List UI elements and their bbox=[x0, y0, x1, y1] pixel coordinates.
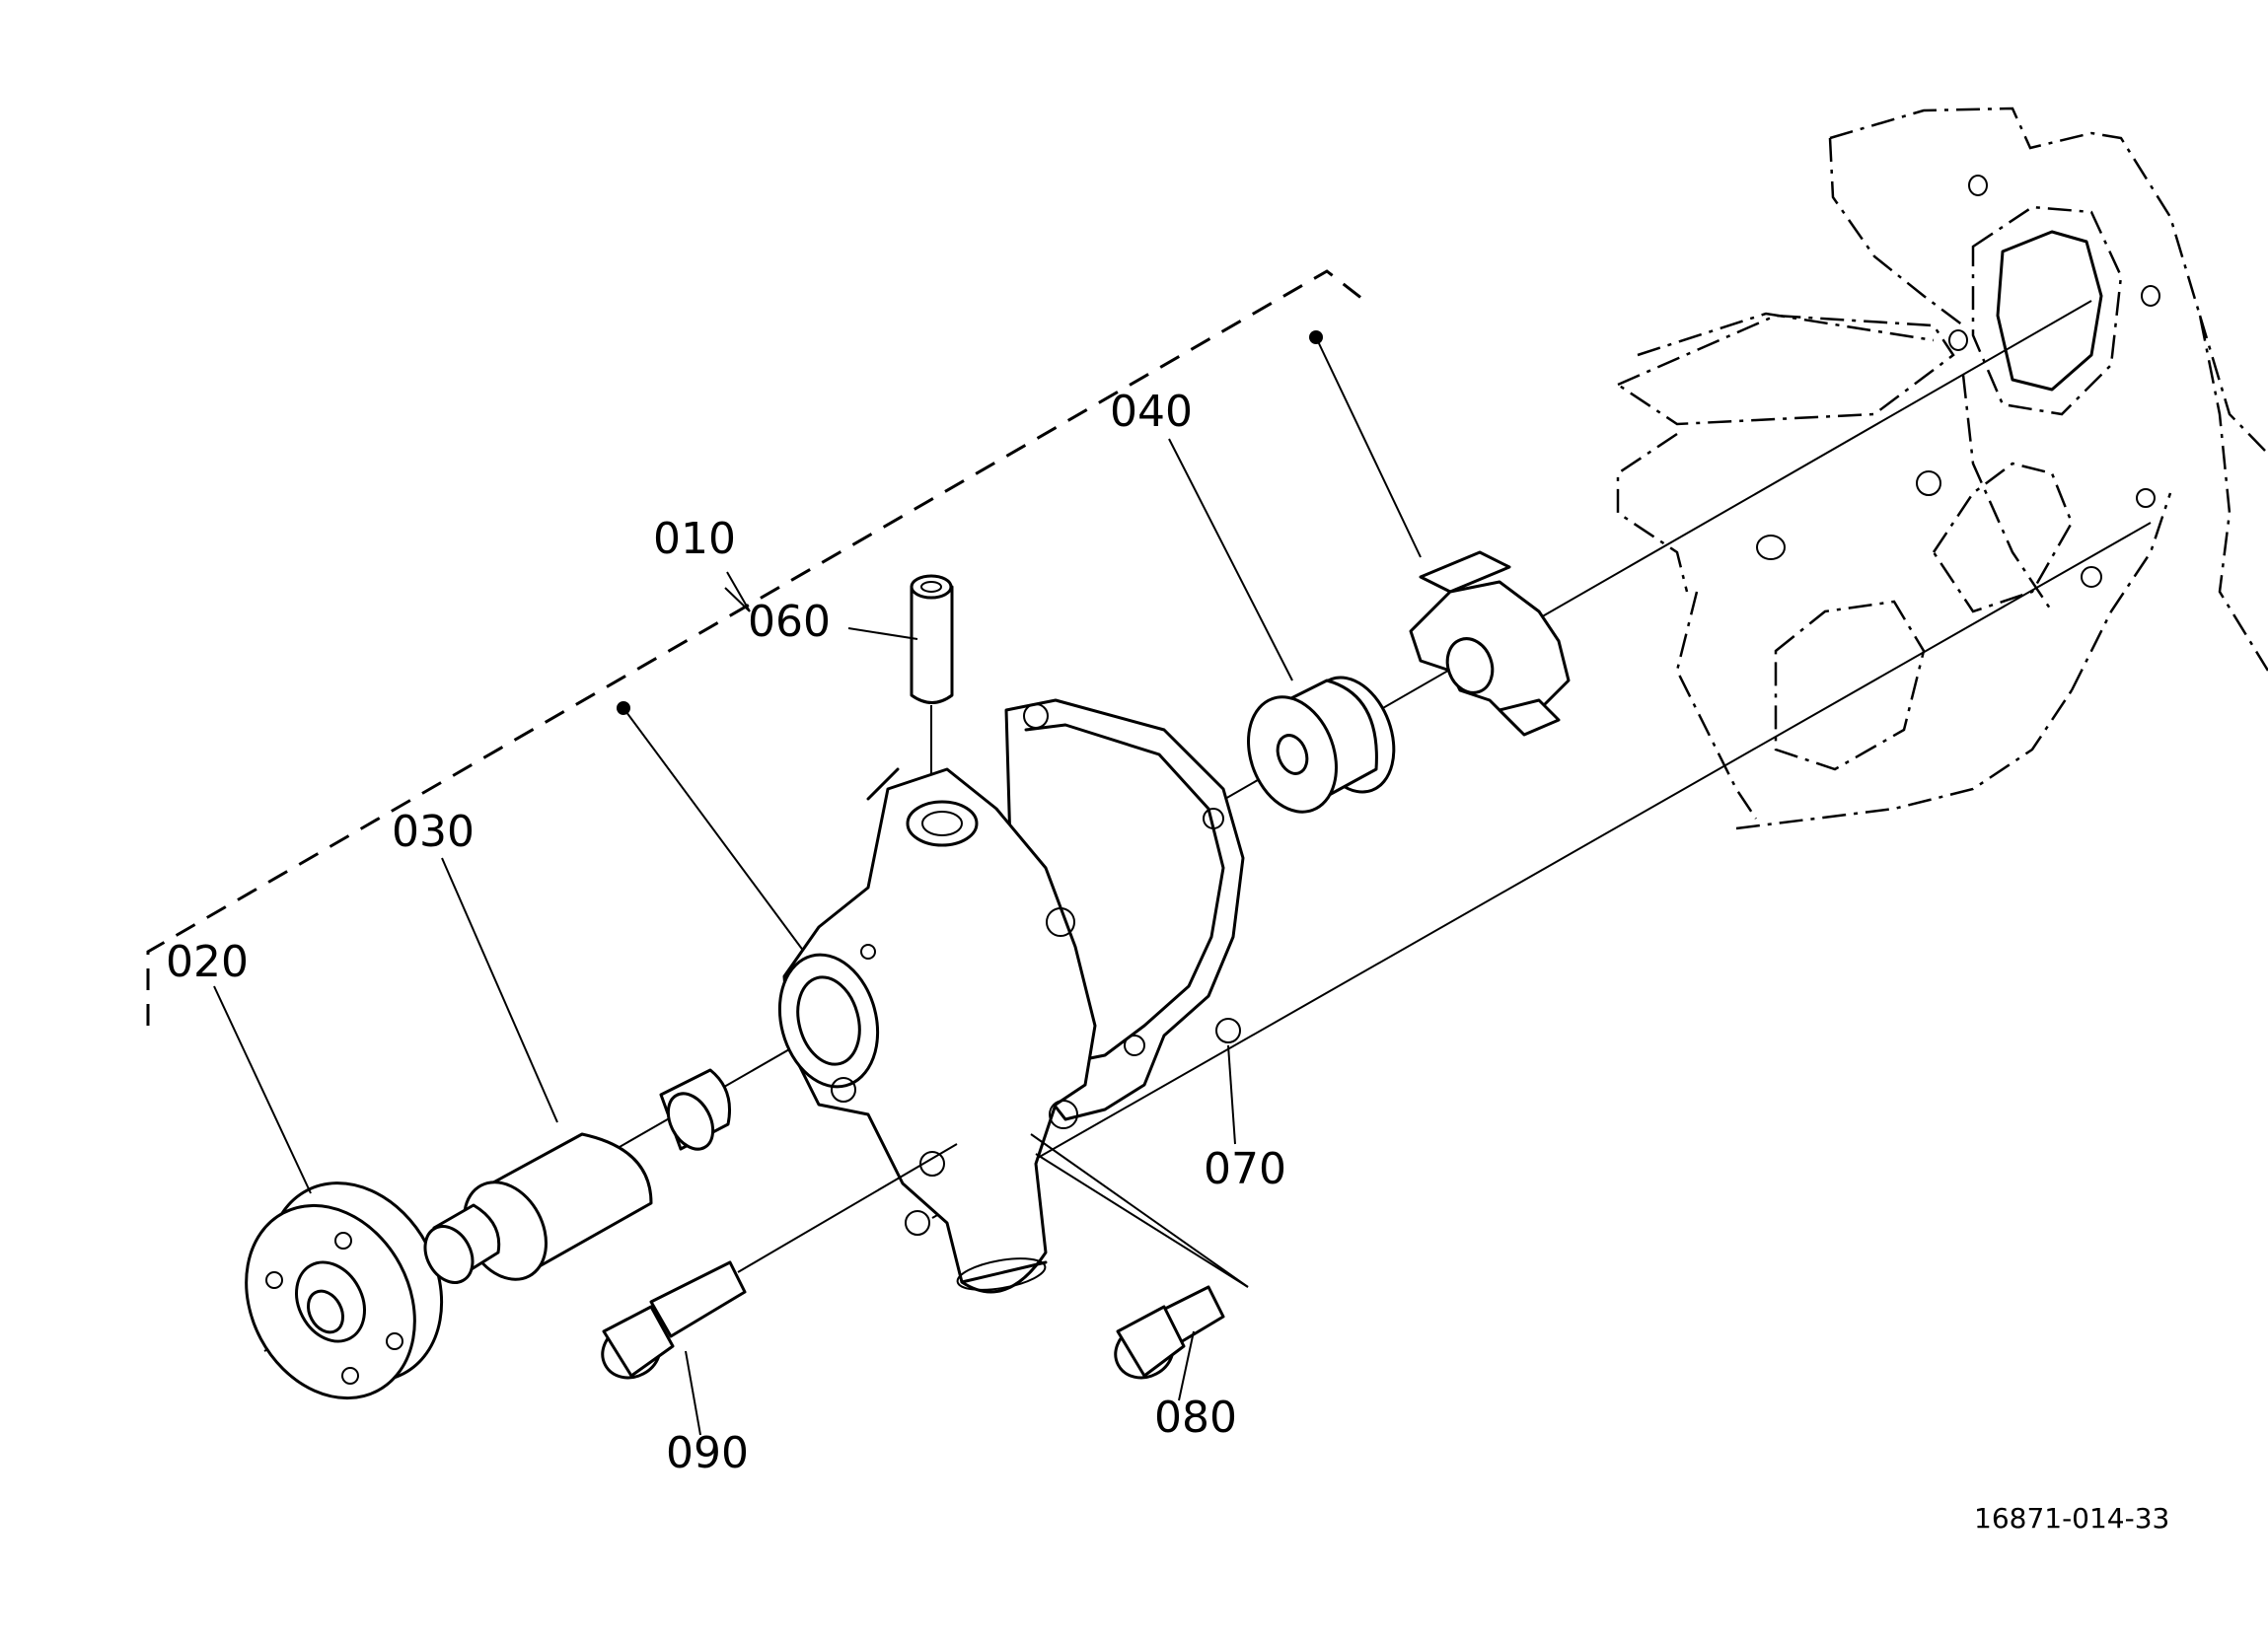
impeller bbox=[1409, 550, 1571, 737]
reference-dots bbox=[617, 330, 1422, 953]
mechanical-seal-040 bbox=[1247, 676, 1396, 814]
engine-block-outline bbox=[1615, 107, 2268, 830]
pipe-060 bbox=[910, 574, 954, 848]
part-labels: 010 020 030 040 060 070 080 090 16871-01… bbox=[166, 387, 2169, 1535]
label-080: 080 bbox=[1154, 1393, 1237, 1443]
label-030: 030 bbox=[392, 807, 475, 857]
label-070: 070 bbox=[1204, 1144, 1286, 1194]
label-090: 090 bbox=[666, 1428, 749, 1478]
label-020: 020 bbox=[166, 937, 249, 987]
label-040: 040 bbox=[1110, 387, 1193, 437]
assembly-bracket-010 bbox=[146, 269, 1372, 1026]
pulley-flange-020 bbox=[245, 1181, 444, 1400]
bearing-shaft-030 bbox=[423, 1068, 732, 1284]
bolt-080 bbox=[1114, 1285, 1225, 1380]
label-010: 010 bbox=[653, 514, 736, 564]
water-pump-body bbox=[777, 698, 1245, 1294]
drawing-code: 16871-014-33 bbox=[1974, 1502, 2169, 1535]
label-060: 060 bbox=[748, 597, 831, 647]
leader-lines bbox=[213, 438, 1293, 1436]
bolt-090 bbox=[601, 1260, 747, 1380]
